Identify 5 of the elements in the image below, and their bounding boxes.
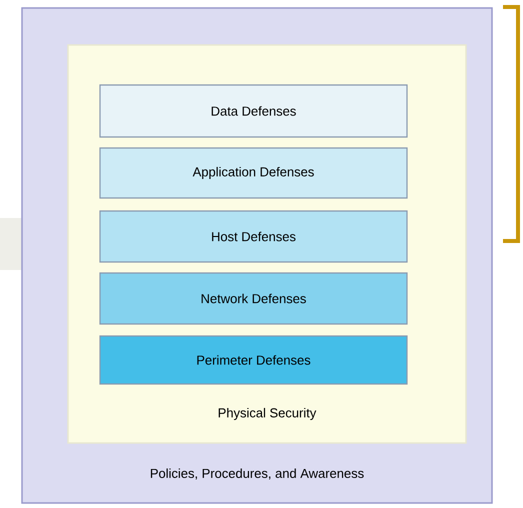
defense-layer-box: Network Defenses bbox=[99, 272, 408, 325]
defense-layer-box: Data Defenses bbox=[99, 84, 408, 138]
defense-layer-box: Host Defenses bbox=[99, 210, 408, 263]
defense-layer-box: Perimeter Defenses bbox=[99, 335, 408, 385]
defense-layer-box: Application Defenses bbox=[99, 147, 408, 199]
